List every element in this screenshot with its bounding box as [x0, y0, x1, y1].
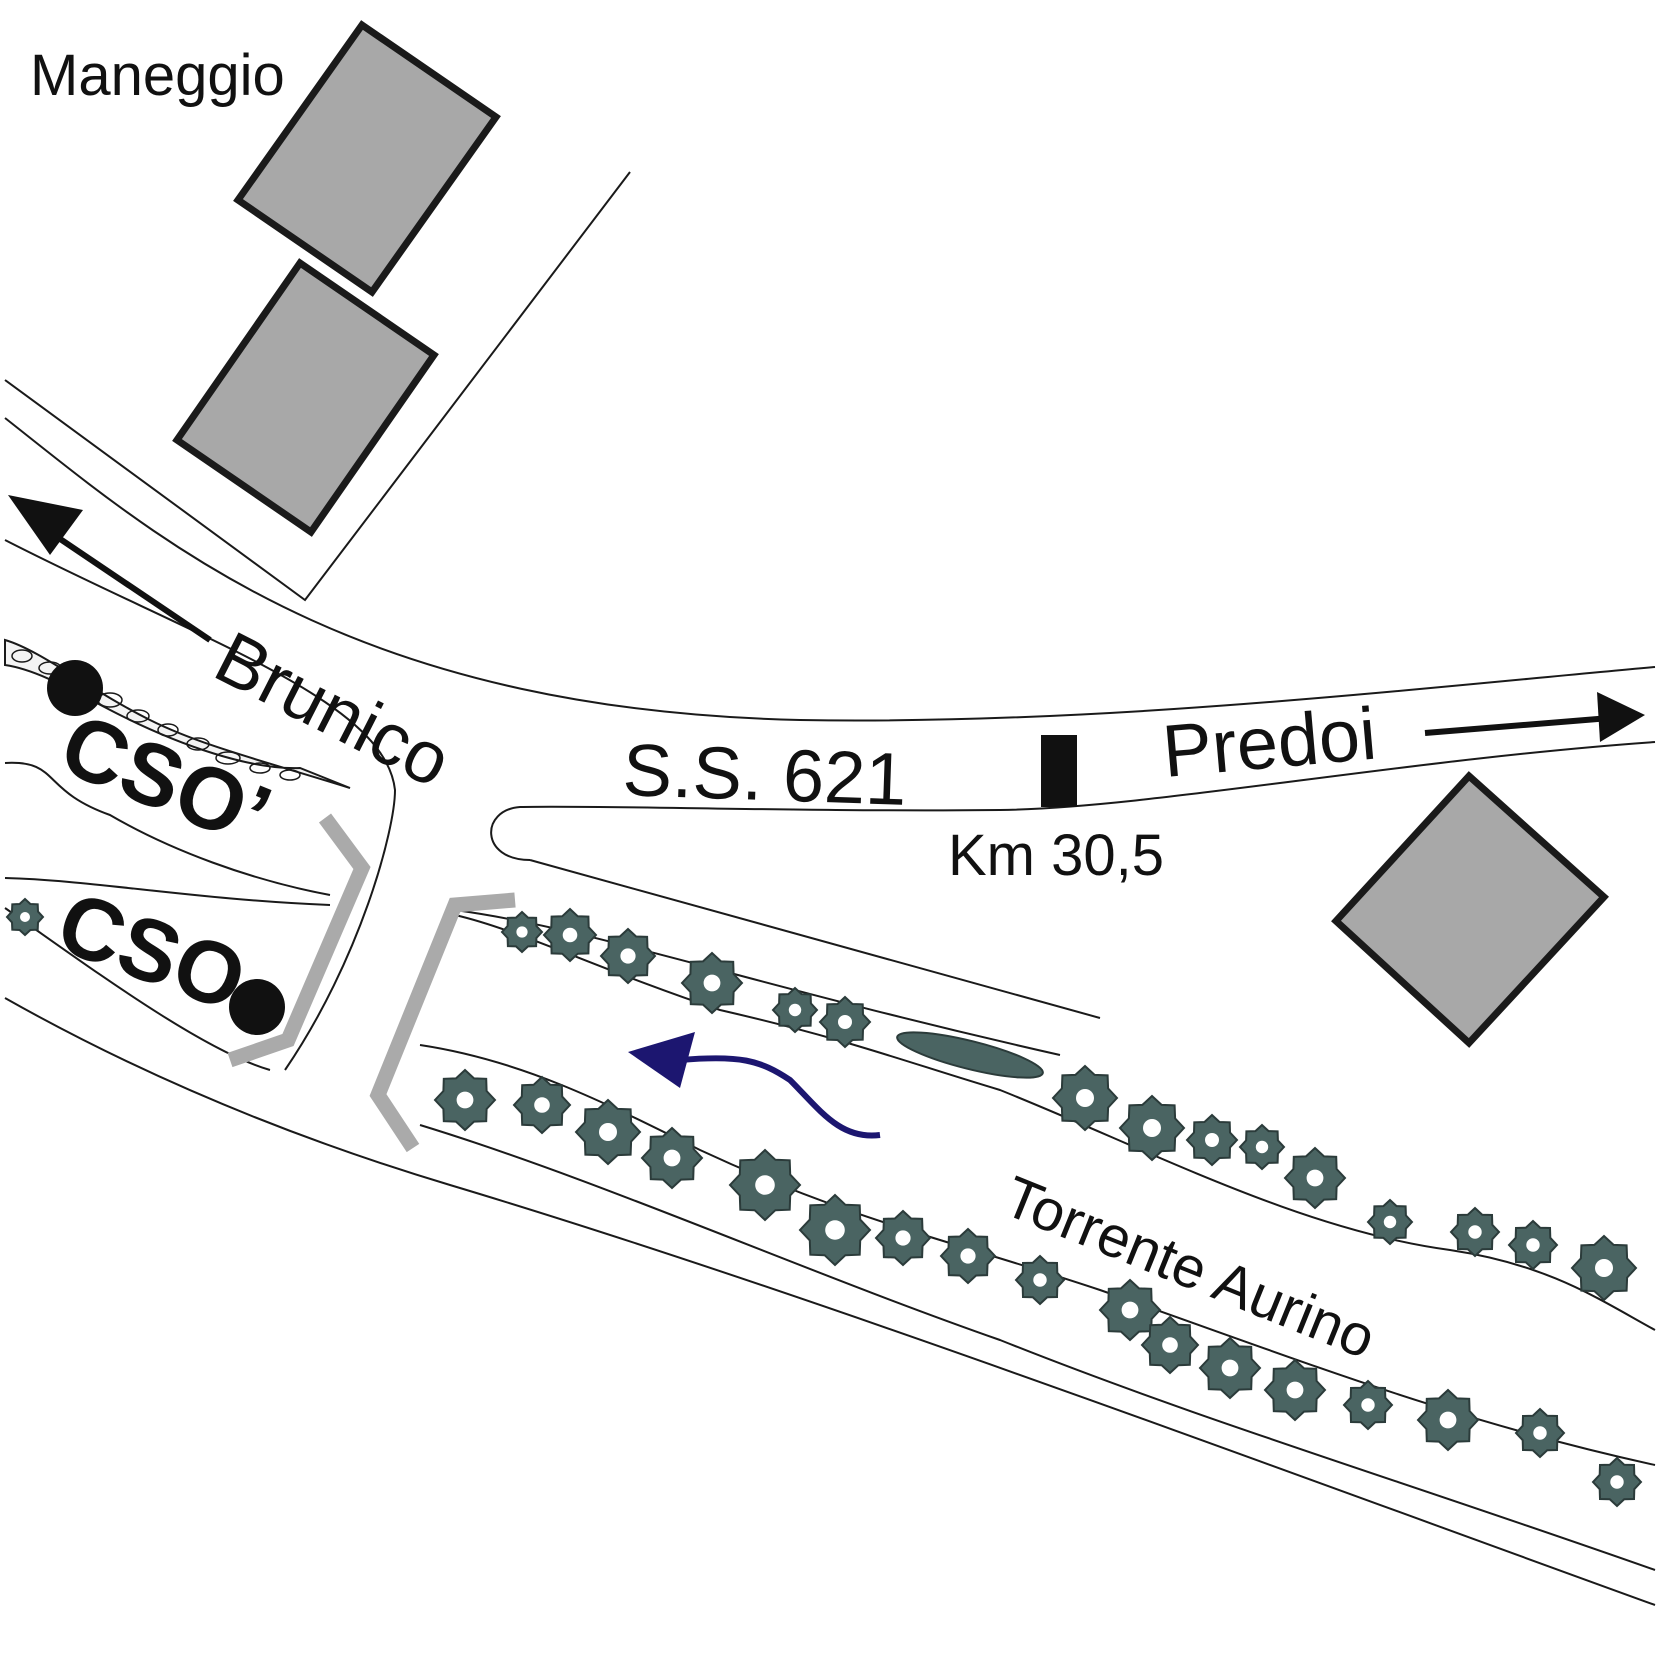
- shrub-icon: [896, 1031, 1044, 1079]
- label-ss621: S.S. 621: [621, 728, 908, 821]
- tree-icon-center: [1205, 1133, 1219, 1147]
- gravel-stones: [11, 649, 301, 781]
- tree-icon-center: [788, 1003, 802, 1017]
- tree-icon-center: [599, 1123, 617, 1141]
- building-east: [1331, 771, 1609, 1048]
- tree-icon-center: [1361, 1398, 1375, 1412]
- tree-icon-center: [1255, 1140, 1269, 1154]
- flow-arrow-icon: [628, 1032, 881, 1139]
- tree-icon-center: [755, 1175, 775, 1195]
- tree-icon-center: [703, 974, 721, 992]
- river-bank-north-2: [4, 877, 331, 906]
- tree-icon-center: [562, 927, 578, 943]
- side-road-edge: [529, 859, 1101, 1019]
- tree-icon-center: [516, 926, 528, 938]
- tree-icon-center: [1221, 1359, 1239, 1377]
- tree-icon-center: [1162, 1337, 1178, 1353]
- tree-icon-center: [1468, 1225, 1482, 1239]
- tree-icon-center: [1121, 1301, 1139, 1319]
- tree-icon-center: [620, 948, 636, 964]
- road-south-edge-east: [490, 741, 1656, 861]
- tree-icon-center: [838, 1015, 852, 1029]
- tree-icon-center: [1610, 1475, 1624, 1489]
- tree-icon-center: [1143, 1119, 1161, 1137]
- tree-icon-center: [663, 1149, 681, 1167]
- road-north-edge: [4, 417, 1656, 722]
- tree-icon-center: [1286, 1381, 1304, 1399]
- tree-icon-center: [1076, 1089, 1094, 1107]
- dot-icon: [229, 979, 285, 1035]
- tree-icon-center: [534, 1097, 550, 1113]
- arrow-icon: [8, 495, 212, 643]
- tree-icon-center: [825, 1220, 845, 1240]
- river-bank-north-1: [4, 761, 331, 896]
- tree-icon-center: [456, 1091, 474, 1109]
- tree-icon-center: [1533, 1426, 1547, 1440]
- tree-icon-center: [960, 1248, 976, 1264]
- tree-icon-center: [1306, 1169, 1324, 1187]
- label-predoi: Predoi: [1159, 692, 1379, 793]
- road-west-south: [4, 997, 1656, 1606]
- arrow-icon: [1424, 692, 1645, 742]
- label-km: Km 30,5: [948, 823, 1164, 888]
- km-marker: [1041, 735, 1077, 807]
- dot-icon: [47, 660, 103, 716]
- tree-icon-center: [1033, 1273, 1047, 1287]
- tree-icon-center: [1595, 1259, 1613, 1277]
- road-south-edge: [4, 539, 397, 1071]
- plot-boundary: [4, 171, 631, 602]
- tree-icon-center: [895, 1230, 911, 1246]
- trees: [5, 897, 1643, 1508]
- weir-west: [227, 813, 371, 1068]
- tree-icon-center: [1526, 1238, 1540, 1252]
- tree-icon-center: [1439, 1411, 1457, 1429]
- river-bank-south: [419, 1124, 1656, 1571]
- tree-icon-center: [1383, 1215, 1397, 1229]
- label-maneggio: Maneggio: [30, 43, 285, 108]
- weir-east: [369, 892, 516, 1153]
- building-maneggio-1: [233, 20, 501, 297]
- tree-icon-center: [20, 912, 30, 922]
- building-maneggio-2: [172, 258, 439, 537]
